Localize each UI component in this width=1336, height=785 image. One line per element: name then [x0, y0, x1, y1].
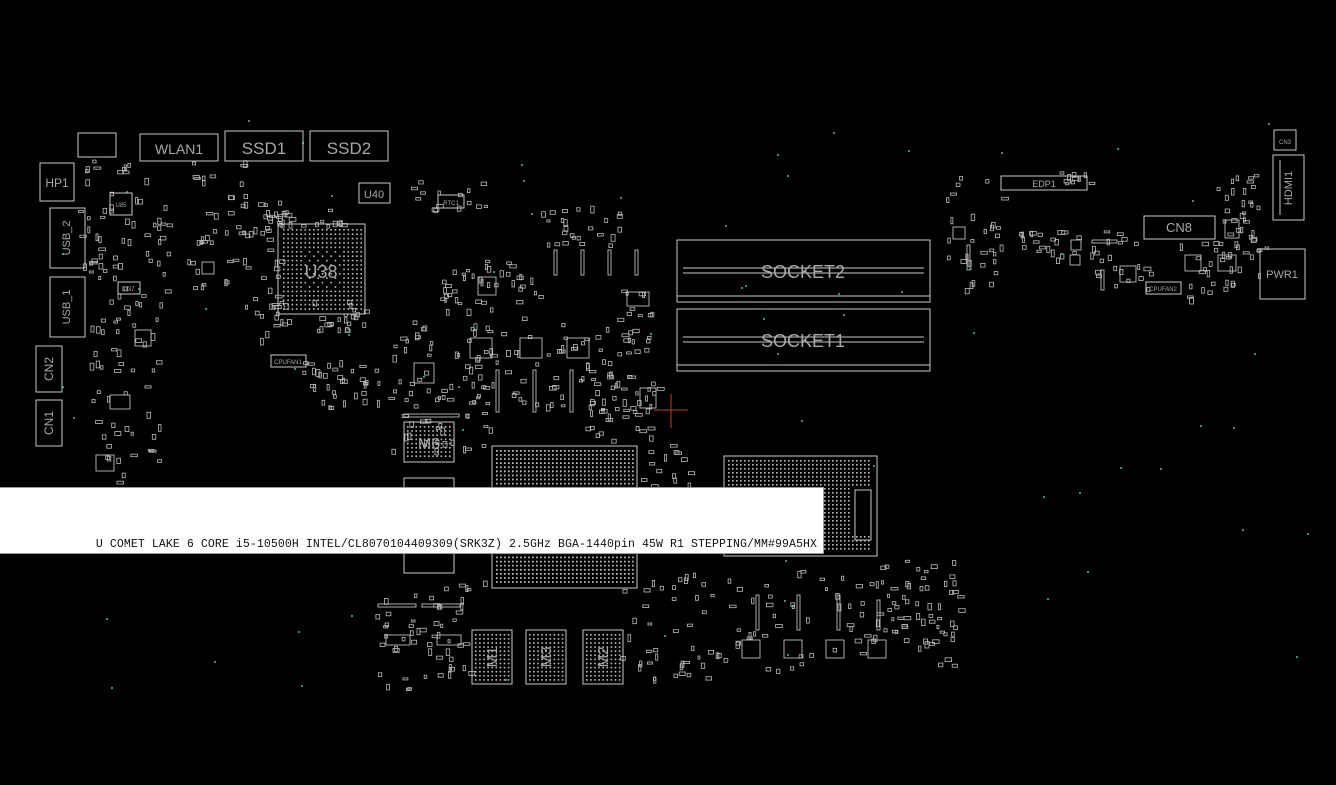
- ssd1-footprint[interactable]: [224, 130, 304, 162]
- hp1-label: HP1: [45, 176, 69, 190]
- ssd2-label: SSD2: [327, 139, 371, 158]
- cn1-label: CN1: [42, 411, 56, 435]
- u38-label: U38: [304, 262, 337, 282]
- cpufan1-footprint[interactable]: [270, 354, 307, 368]
- u85-label: U85: [115, 203, 127, 209]
- cpufan2-label: CPUFAN2: [1149, 287, 1177, 293]
- u85-footprint[interactable]: [109, 192, 133, 216]
- u37-label: U37: [123, 287, 135, 293]
- u37-footprint[interactable]: [117, 281, 141, 295]
- cpufan2-footprint[interactable]: [1145, 281, 1182, 295]
- cn2-label: CN2: [42, 357, 56, 381]
- socket1-label: SOCKET1: [761, 331, 845, 351]
- m3-footprint[interactable]: [525, 629, 567, 685]
- edp1-footprint[interactable]: [1000, 175, 1088, 191]
- component-tooltip: U COMET LAKE 6 CORE i5-10500H INTEL/CL80…: [0, 487, 824, 554]
- ssd1-label: SSD1: [242, 139, 286, 158]
- crosshair-cursor-icon: [654, 394, 688, 428]
- tooltip-text: U COMET LAKE 6 CORE i5-10500H INTEL/CL80…: [95, 538, 817, 551]
- socket2-footprint[interactable]: [676, 239, 931, 303]
- usb1-footprint[interactable]: [49, 276, 86, 338]
- wlan1-footprint[interactable]: [139, 133, 219, 162]
- pwr1-footprint[interactable]: [1259, 248, 1306, 300]
- cpufan1-label: CPUFAN1: [274, 360, 302, 366]
- m2-label: M2: [595, 647, 612, 668]
- rtc1-footprint[interactable]: [437, 194, 465, 209]
- cn2-footprint[interactable]: [35, 345, 63, 393]
- cn8-label: CN8: [1166, 220, 1192, 235]
- rtc1-label: RTC1: [443, 201, 459, 207]
- m6-footprint[interactable]: [403, 421, 455, 463]
- m6-label: M6: [418, 436, 440, 453]
- pwr1-label: PWR1: [1266, 269, 1298, 281]
- cn3-label: CN3: [1279, 140, 1292, 146]
- usb2-label: USB_2: [61, 221, 73, 256]
- ssd2-footprint[interactable]: [309, 130, 389, 162]
- u38-footprint[interactable]: [277, 223, 366, 315]
- u40-label: U40: [364, 189, 384, 201]
- cn3-footprint[interactable]: [1273, 129, 1297, 151]
- hdmi1-label: HDMI1: [1283, 171, 1295, 205]
- m2-footprint[interactable]: [582, 629, 624, 685]
- pad-layer: [78, 159, 1269, 692]
- top-left-connector[interactable]: [77, 132, 117, 158]
- socket1-footprint[interactable]: [676, 308, 931, 372]
- m1-label: M1: [484, 647, 501, 668]
- edp1-label: EDP1: [1032, 179, 1056, 189]
- memory-ball-grid: [407, 426, 621, 681]
- socket2-label: SOCKET2: [761, 262, 845, 282]
- hdmi1-footprint[interactable]: [1272, 154, 1305, 221]
- wlan1-label: WLAN1: [155, 141, 203, 157]
- hp1-footprint[interactable]: [39, 162, 75, 202]
- cn8-footprint[interactable]: [1143, 215, 1216, 240]
- cn1-footprint[interactable]: [35, 399, 63, 447]
- u38-ball-grid: [283, 229, 362, 310]
- usb1-label: USB_1: [61, 290, 73, 325]
- m3-label: M3: [538, 647, 555, 668]
- pch-die-outline: [854, 489, 872, 541]
- usb2-footprint[interactable]: [49, 207, 86, 269]
- u40-footprint[interactable]: [358, 182, 391, 204]
- m1-footprint[interactable]: [471, 629, 513, 685]
- test-point-layer: [62, 120, 1309, 689]
